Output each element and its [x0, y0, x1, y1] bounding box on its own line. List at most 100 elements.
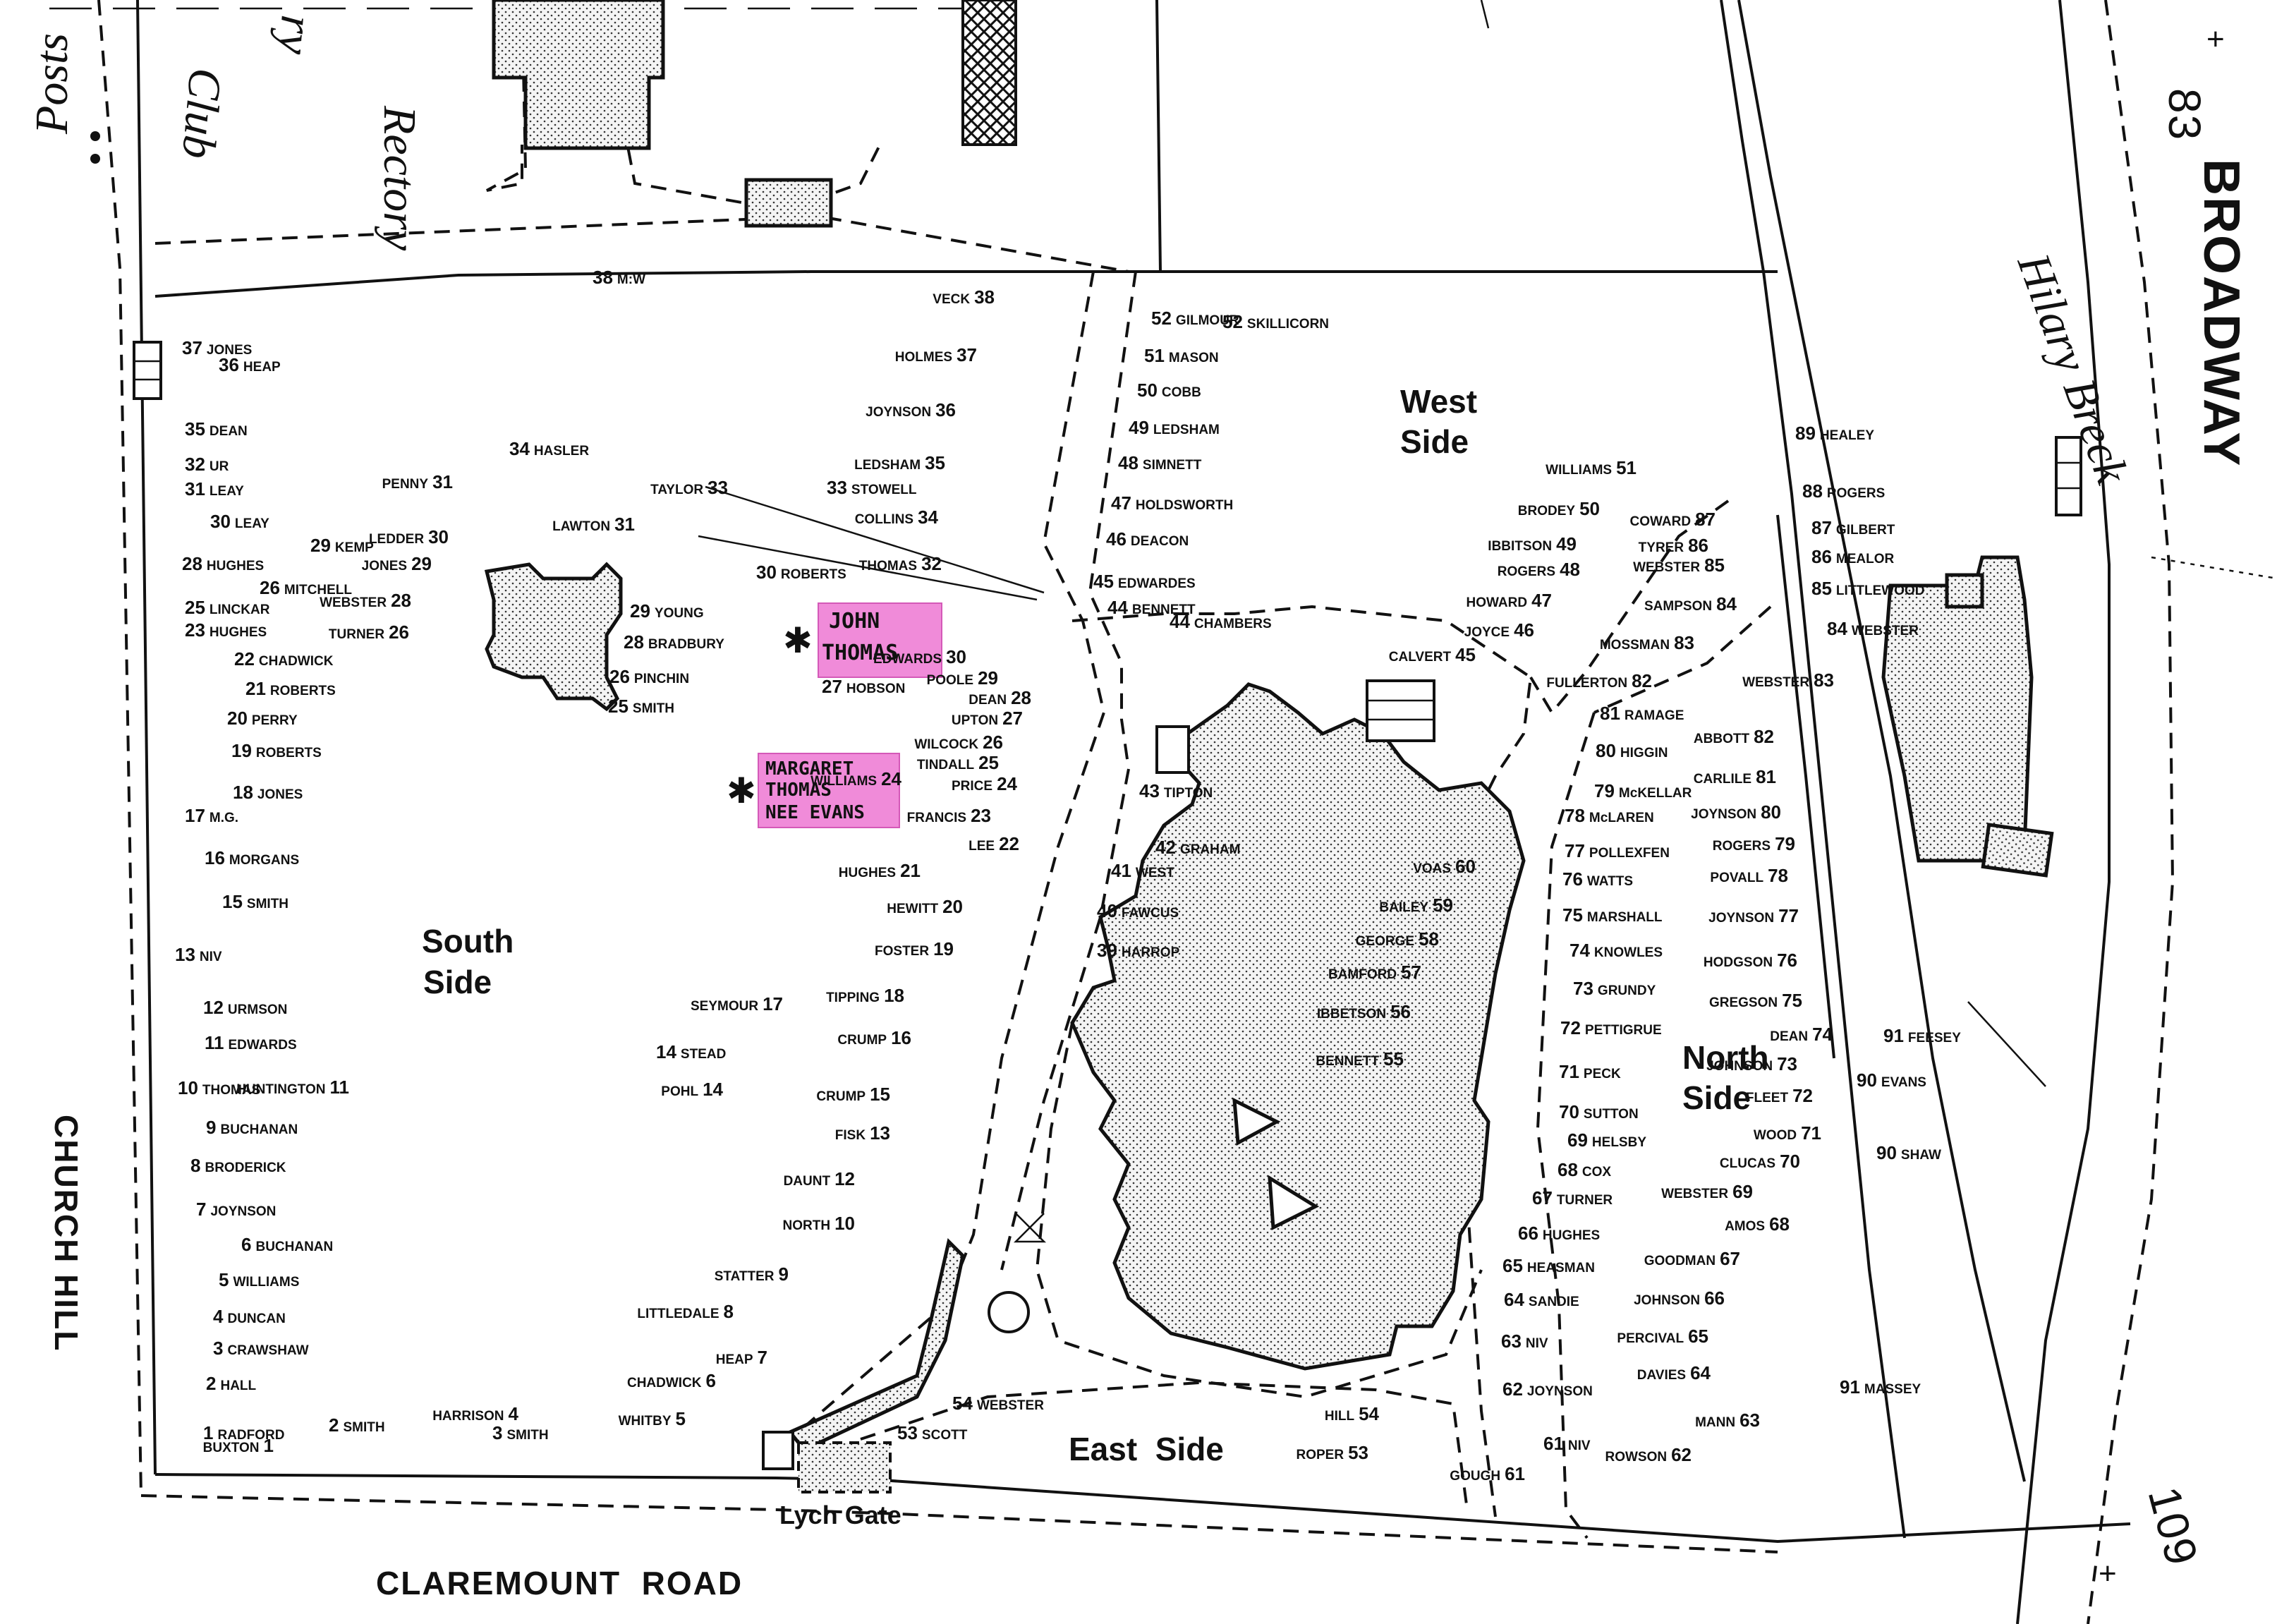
plot-name: JONES: [257, 787, 303, 802]
plot-number: 23: [185, 619, 205, 641]
plot-name: CHADWICK: [627, 1376, 702, 1390]
plot-number: 6: [706, 1370, 716, 1391]
plot-number: 66: [1704, 1287, 1725, 1309]
plot-number: 86: [1811, 546, 1832, 567]
plot-name: JOHNSON: [1706, 1059, 1773, 1074]
plot-name: BRODEY: [1518, 504, 1576, 519]
plot-number: 24: [997, 773, 1017, 794]
svg-text:+: +: [2206, 22, 2225, 56]
plot-number: 7: [758, 1347, 767, 1368]
plot-name: TAYLOR: [650, 483, 703, 497]
plot-name: ROPER: [1297, 1448, 1344, 1462]
plot-name: HUGHES: [1543, 1228, 1600, 1243]
street-label-claremount-road: CLAREMOUNT ROAD: [376, 1565, 743, 1601]
plot-number: 6: [241, 1234, 251, 1255]
plot-name: PECK: [1584, 1067, 1621, 1081]
street-number-83: 83: [2159, 88, 2210, 141]
plot-number: 23: [971, 805, 991, 826]
plot-name: URMSON: [228, 1002, 287, 1017]
plot-name: SKILLICORN: [1247, 317, 1329, 332]
plot-name: BAILEY: [1379, 900, 1428, 915]
plot-name: ROBERTS: [256, 746, 322, 761]
plot-number: 9: [206, 1117, 216, 1138]
plot-number: 57: [1401, 962, 1421, 983]
plot-number: 21: [245, 678, 266, 699]
plot-number: 2: [329, 1414, 339, 1436]
plot-name: HUNTINGTON: [236, 1082, 325, 1097]
plot-number: 54: [952, 1393, 973, 1414]
plot-number: 74: [1812, 1024, 1833, 1045]
plot-name: STOWELL: [851, 483, 917, 497]
plot-name: FEESEY: [1908, 1031, 1961, 1046]
plot-name: WATTS: [1587, 874, 1633, 889]
plot-name: MITCHELL: [284, 583, 352, 598]
plot-number: 72: [1560, 1017, 1581, 1038]
plot-name: HARROP: [1122, 945, 1180, 960]
plot-number: 29: [411, 553, 432, 574]
plot-number: 85: [1811, 578, 1832, 599]
plot-number: 53: [897, 1422, 918, 1443]
plot-name: EVANS: [1881, 1075, 1926, 1090]
plot-name: CARLILE: [1694, 772, 1751, 787]
plot-number: 71: [1559, 1061, 1579, 1082]
region-label-north: North: [1682, 1039, 1769, 1076]
plot-name: DEAN: [969, 693, 1007, 708]
plot-name: HEWITT: [887, 902, 938, 916]
plot-number: 3: [213, 1338, 223, 1359]
broadway-curb: [2016, 0, 2111, 1624]
plot-number: 1: [203, 1422, 213, 1443]
plot-number: 46: [1514, 619, 1534, 641]
plot-number: 4: [213, 1306, 224, 1327]
plot-number: 26: [389, 622, 409, 643]
plot-number: 13: [870, 1122, 890, 1144]
central-path-east: [1000, 271, 1137, 1271]
plot-name: WEBSTER: [1661, 1187, 1728, 1201]
plot-name: UPTON: [952, 713, 998, 728]
